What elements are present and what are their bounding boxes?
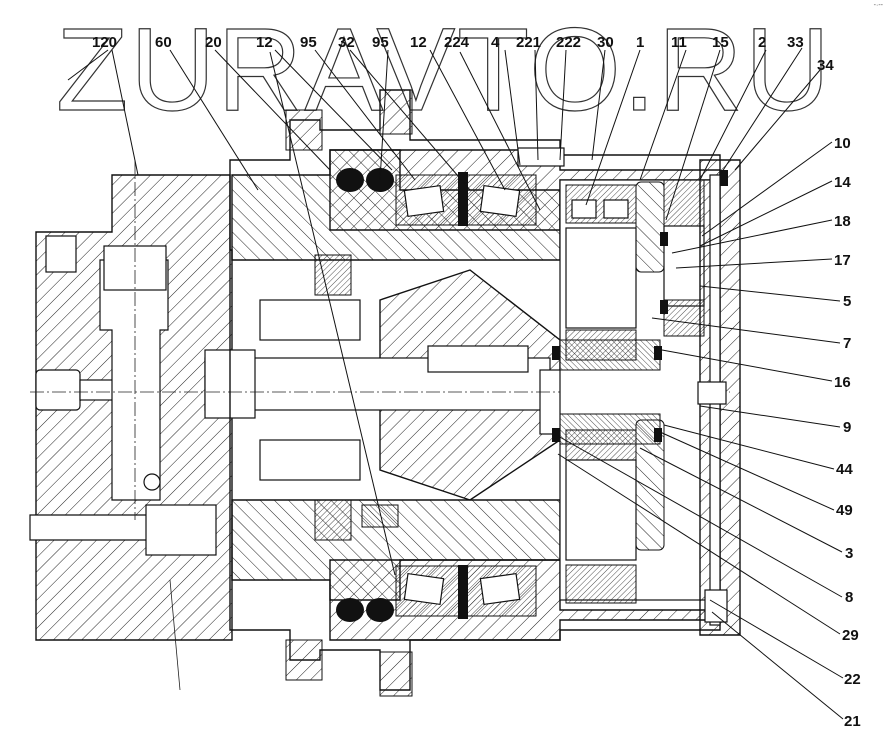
sun-gear-lower bbox=[559, 413, 661, 445]
callout-2: 2 bbox=[758, 34, 766, 51]
callout-1: 1 bbox=[636, 34, 644, 51]
planetary-gearset bbox=[552, 159, 741, 636]
leader-lines bbox=[67, 47, 844, 720]
plug-port-side bbox=[35, 369, 81, 411]
callout-49: 49 bbox=[836, 502, 853, 519]
callout-60: 60 bbox=[155, 34, 172, 51]
rear-cover bbox=[29, 174, 233, 691]
callout-34: 34 bbox=[817, 57, 834, 74]
callout-17: 17 bbox=[834, 252, 851, 269]
corner-mark: -·-- bbox=[873, 2, 883, 9]
callout-95: 95 bbox=[300, 34, 317, 51]
callouts-right: 10 14 18 17 5 7 16 9 44 49 3 8 29 22 21 bbox=[834, 135, 861, 730]
callout-16: 16 bbox=[834, 374, 851, 391]
mount-flange-bottom-right bbox=[379, 651, 413, 697]
callout-20: 20 bbox=[205, 34, 222, 51]
callout-14: 14 bbox=[834, 174, 851, 191]
watermark-text: ZURAVTO.RU bbox=[56, 4, 832, 136]
planet-gear-2-bottom bbox=[565, 564, 637, 604]
carrier-top bbox=[635, 181, 665, 273]
callout-3: 3 bbox=[845, 545, 853, 562]
callouts-top: 120 60 20 12 95 32 95 12 224 4 221 222 3… bbox=[92, 34, 834, 74]
planet-pin-1 bbox=[565, 227, 637, 329]
sun-gear-upper bbox=[559, 339, 661, 371]
floating-seal-4 bbox=[366, 598, 394, 622]
lower-passage bbox=[29, 514, 161, 541]
relief-valve bbox=[145, 504, 217, 556]
callout-4: 4 bbox=[491, 34, 500, 51]
callout-12: 12 bbox=[256, 34, 273, 51]
callout-10: 10 bbox=[834, 135, 851, 152]
brake-discs-lower bbox=[314, 499, 352, 541]
callout-22: 22 bbox=[844, 671, 861, 688]
callout-32: 32 bbox=[338, 34, 355, 51]
drain-plug bbox=[704, 589, 728, 623]
brake-discs-upper bbox=[314, 254, 352, 296]
planet-pin-2 bbox=[565, 459, 637, 561]
callout-8: 8 bbox=[845, 589, 853, 606]
callout-30: 30 bbox=[597, 34, 614, 51]
callout-9: 9 bbox=[843, 419, 851, 436]
bearing-top bbox=[395, 172, 537, 226]
callout-11: 11 bbox=[671, 34, 687, 51]
floating-seal-1 bbox=[336, 168, 364, 192]
callout-33: 33 bbox=[787, 34, 804, 51]
callout-12b: 12 bbox=[410, 34, 427, 51]
callout-7: 7 bbox=[843, 335, 851, 352]
planet-pin-3 bbox=[663, 225, 705, 307]
check-ball bbox=[143, 473, 161, 491]
callout-221: 221 bbox=[516, 34, 541, 51]
piston-lower bbox=[259, 439, 361, 481]
mount-flange-bottom-left bbox=[285, 639, 323, 681]
plug-port-top bbox=[45, 235, 77, 273]
valve-spool-bore bbox=[99, 259, 169, 501]
floating-seal-3 bbox=[336, 598, 364, 622]
callout-29: 29 bbox=[842, 627, 859, 644]
brake-spring bbox=[361, 504, 399, 528]
shaft-pin bbox=[427, 345, 529, 373]
mount-flange-top-right bbox=[379, 89, 413, 135]
callout-15: 15 bbox=[712, 34, 729, 51]
planet-gear-3 bbox=[663, 179, 705, 227]
callout-222: 222 bbox=[556, 34, 581, 51]
callout-18: 18 bbox=[834, 213, 851, 230]
bearing-bottom bbox=[395, 565, 537, 619]
drain-line bbox=[169, 579, 181, 691]
callout-21: 21 bbox=[844, 713, 861, 730]
center-plug bbox=[697, 381, 727, 405]
callout-224: 224 bbox=[444, 34, 470, 51]
callout-5: 5 bbox=[843, 293, 851, 310]
piston-upper bbox=[259, 299, 361, 341]
callout-95b: 95 bbox=[372, 34, 389, 51]
callout-120: 120 bbox=[92, 34, 117, 51]
plug-bolt bbox=[517, 147, 565, 167]
callout-44: 44 bbox=[836, 461, 853, 478]
